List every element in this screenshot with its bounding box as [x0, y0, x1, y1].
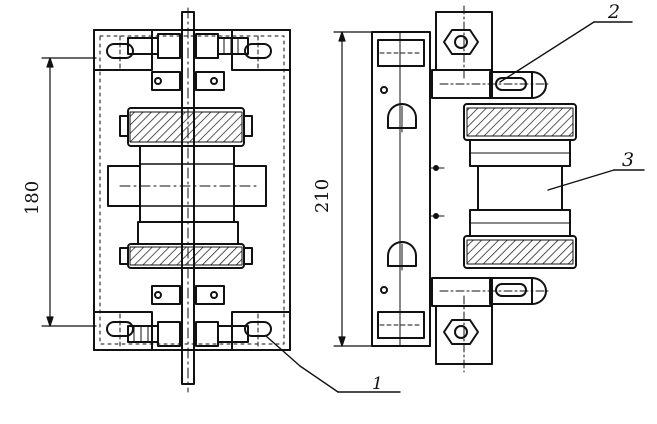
leader-2: [499, 21, 633, 83]
bottom-bolt-assembly: [127, 285, 249, 347]
leader-3: [547, 169, 645, 191]
front-view: 180 1: [22, 7, 401, 394]
mounting-slot-bottom-right: [231, 311, 291, 351]
top-nut-block: [435, 5, 493, 81]
upper-clamp: [119, 107, 253, 147]
bottom-adjuster: [431, 277, 549, 307]
center-rod: [181, 7, 195, 393]
leader-1: [265, 335, 401, 393]
callout-label-1: 1: [372, 374, 383, 394]
side-view: 210: [312, 1, 645, 373]
coil-body-front: [107, 145, 267, 223]
dimension-180: [41, 57, 97, 327]
callout-label-2: 2: [607, 1, 620, 23]
mounting-slot-top-right: [231, 29, 291, 71]
coil-body-side: [469, 139, 571, 237]
dimension-label-180: 180: [22, 181, 43, 215]
side-upper-clamp: [463, 103, 577, 141]
lower-clamp: [119, 221, 253, 269]
callout-label-3: 3: [622, 149, 634, 171]
top-bolt-assembly: [127, 33, 249, 91]
mounting-slot-bottom-left: [93, 311, 153, 351]
dimension-label-210: 210: [312, 179, 333, 213]
base-plate-outline: [93, 29, 291, 351]
side-frame: [371, 31, 445, 347]
dimension-210: [333, 31, 385, 347]
bottom-nut-block: [435, 295, 493, 373]
mounting-slot-top-left: [93, 29, 153, 71]
side-lower-clamp: [463, 235, 577, 269]
top-adjuster: [431, 69, 549, 99]
